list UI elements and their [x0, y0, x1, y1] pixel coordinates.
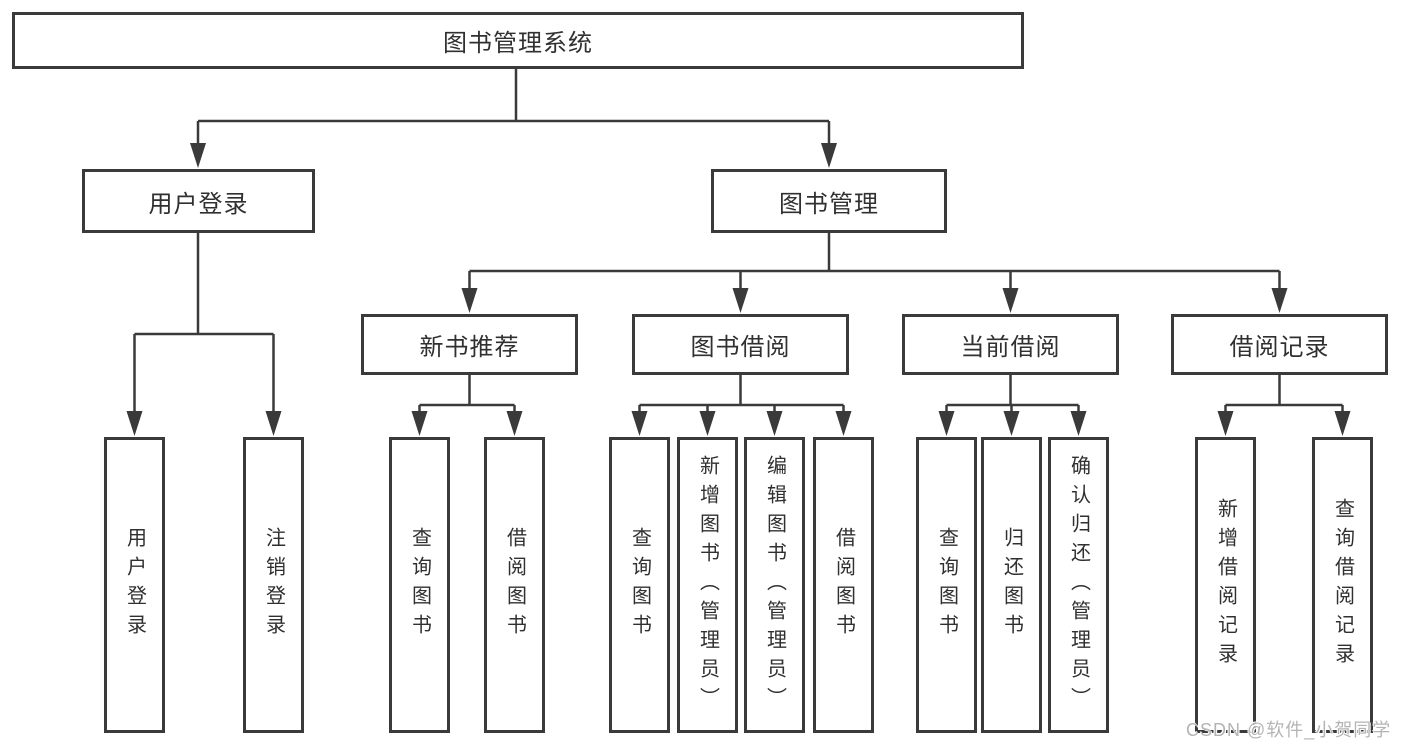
connector-bookmgmt-to-level3 [468, 233, 1281, 296]
leaf-query-books: 查询图书 [609, 437, 670, 733]
leaf-label: 查询图书 [935, 527, 958, 643]
leaf-query-books: 查询图书 [389, 437, 450, 733]
leaf-return-books: 归还图书 [981, 437, 1042, 733]
arrowhead-icon [1217, 411, 1234, 436]
arrowhead-icon [835, 411, 852, 436]
node-book-borrowing: 图书借阅 [632, 314, 849, 375]
arrowhead-icon [1070, 411, 1087, 436]
connector-borrowrecords-to-leaves [1224, 375, 1344, 419]
leaf-label: 注销登录 [262, 527, 285, 643]
node-book-borrowing-label: 图书借阅 [690, 334, 791, 361]
arrowhead-icon [699, 411, 716, 436]
arrowhead-icon [1334, 411, 1351, 436]
arrowhead-icon [190, 143, 206, 168]
node-user-login-label: 用户登录 [148, 190, 249, 218]
leaf-user-login: 用户登录 [104, 437, 165, 733]
arrowhead-icon [126, 411, 143, 436]
leaf-label: 借阅图书 [503, 527, 526, 643]
arrowhead-icon [1271, 288, 1288, 313]
arrowhead-icon [766, 411, 783, 436]
arrowhead-icon [506, 411, 523, 436]
leaf-query-books: 查询图书 [916, 437, 977, 733]
node-new-book-recommend-label: 新书推荐 [419, 334, 520, 361]
leaf-label: 确认归还（管理员） [1067, 454, 1090, 716]
arrowhead-icon [1002, 288, 1019, 313]
arrowhead-icon [265, 411, 282, 436]
leaf-label: 用户登录 [123, 527, 146, 643]
leaf-label: 新增借阅记录 [1214, 498, 1237, 672]
connector-root-to-level2 [196, 68, 831, 151]
node-borrowing-records-label: 借阅记录 [1229, 334, 1330, 361]
node-current-borrowing: 当前借阅 [902, 314, 1119, 375]
leaf-label: 查询图书 [408, 527, 431, 643]
leaf-edit-books-admin: 编辑图书（管理员） [744, 437, 805, 733]
node-root: 图书管理系统 [12, 12, 1024, 69]
arrowhead-icon [732, 288, 749, 313]
leaf-borrow-books: 借阅图书 [813, 437, 874, 733]
connector-newbooks-to-leaves [418, 375, 516, 419]
arrowhead-icon [631, 411, 648, 436]
leaf-label: 借阅图书 [832, 527, 855, 643]
leaf-add-borrow-record: 新增借阅记录 [1195, 437, 1256, 733]
node-borrowing-records: 借阅记录 [1171, 314, 1388, 375]
arrowhead-icon [461, 288, 478, 313]
leaf-borrow-books: 借阅图书 [484, 437, 545, 733]
leaf-query-borrow-record: 查询借阅记录 [1312, 437, 1373, 733]
node-root-label: 图书管理系统 [443, 30, 593, 57]
leaf-confirm-return-admin: 确认归还（管理员） [1048, 437, 1109, 733]
connector-currentborrow-to-leaves [945, 375, 1080, 419]
arrowhead-icon [1003, 411, 1020, 436]
leaf-label: 归还图书 [1000, 527, 1023, 643]
arrowhead-icon [938, 411, 955, 436]
leaf-label: 查询图书 [628, 527, 651, 643]
leaf-label: 查询借阅记录 [1331, 498, 1354, 672]
node-new-book-recommend: 新书推荐 [361, 314, 578, 375]
arrowhead-icon [821, 143, 837, 168]
connector-userlogin-to-leaves [133, 233, 275, 419]
node-book-management: 图书管理 [711, 169, 947, 233]
leaf-label: 新增图书（管理员） [696, 454, 719, 716]
leaf-add-books-admin: 新增图书（管理员） [677, 437, 738, 733]
node-current-borrowing-label: 当前借阅 [960, 334, 1061, 361]
node-user-login: 用户登录 [82, 169, 315, 233]
csdn-watermark: CSDN @软件_小贺同学 [1186, 720, 1392, 740]
leaf-logout: 注销登录 [243, 437, 304, 733]
arrowhead-icon [411, 411, 428, 436]
leaf-label: 编辑图书（管理员） [763, 454, 786, 716]
connector-bookborrow-to-leaves [638, 375, 845, 419]
node-book-management-label: 图书管理 [779, 190, 879, 218]
